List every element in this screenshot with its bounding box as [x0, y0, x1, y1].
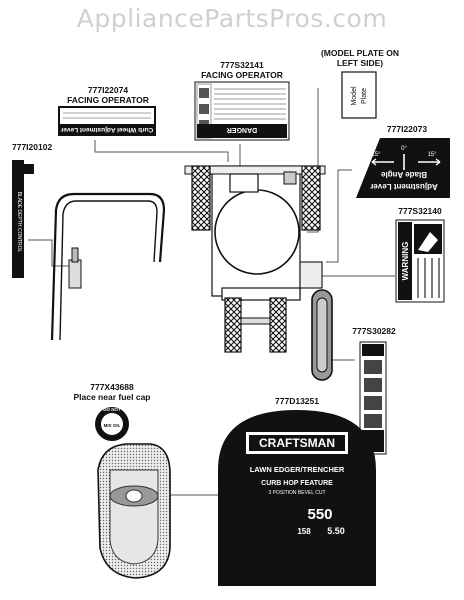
label-777X43688-note: Place near fuel cap [73, 392, 151, 402]
decal-777S32141: DANGER [194, 81, 290, 141]
engine-cover [97, 443, 171, 579]
decal-777D13251: CRAFTSMAN LAWN EDGER/TRENCHER CURB HOP F… [218, 410, 376, 586]
label-777I22074-num: 777I22074 [87, 85, 129, 95]
engine [214, 189, 300, 275]
brand-text: CRAFTSMAN [259, 436, 335, 450]
decal-777S32140: WARNING [395, 219, 445, 303]
deg-mid: 0° [401, 146, 407, 152]
warning-text: WARNING [401, 242, 410, 281]
product-text-3: 3 POSITION BEVEL CUT [268, 490, 325, 496]
product-text-2: CURB HOP FEATURE [261, 480, 333, 487]
label-777I22074: 777I22074 FACING OPERATOR [56, 85, 160, 105]
label-777S32141: 777S32141 FACING OPERATOR [195, 60, 289, 80]
blade-depth-control [68, 259, 82, 289]
deg-left: 15° [371, 152, 381, 158]
decal-777X43688: DO NOT MIX OIL [95, 407, 129, 441]
label-777X43688: 777X43688 Place near fuel cap [56, 382, 168, 402]
label-777I20102: 777I20102 [12, 142, 53, 152]
label-777D13251: 777D13251 [275, 396, 319, 406]
fuel-cap-text-1: DO NOT [103, 407, 121, 412]
decal-777I20102: BLADE DEPTH CONTROL [12, 160, 34, 278]
blade-angle-text-2: Adjustment Lever [370, 182, 438, 191]
label-777X43688-num: 777X43688 [90, 382, 134, 392]
decal-777I22074: Curb Wheel Adjustment Lever [58, 106, 156, 136]
label-777S32141-num: 777S32141 [220, 60, 264, 70]
wheel-lever-text: Curb Wheel Adjustment Lever [60, 126, 153, 133]
product-text-1: LAWN EDGER/TRENCHER [250, 465, 345, 474]
blade-guard-inner [316, 297, 328, 373]
front-tire-left [191, 165, 211, 231]
decal-777I22073: 15° 0° 15° Blade Angle Adjustment Lever [356, 138, 450, 198]
fuel-tank [229, 173, 259, 193]
edger-body [50, 165, 333, 381]
front-tire-right [301, 165, 321, 231]
model-plate-note-2: LEFT SIDE) [336, 58, 384, 68]
label-777S30282: 777S30282 [352, 326, 396, 336]
label-model-plate-note: (MODEL PLATE ON LEFT SIDE) [312, 48, 408, 68]
depth-knob [71, 247, 79, 263]
engine-val-text: 5.50 [327, 526, 345, 536]
model-plate-text-1: Model [351, 86, 358, 106]
label-777S32140: 777S32140 [398, 206, 442, 216]
leader-777I22073 [326, 169, 352, 263]
fuel-cap-text-2: MIX OIL [104, 423, 121, 428]
label-777S32141-note: FACING OPERATOR [201, 70, 283, 80]
engine-num-text: 550 [307, 506, 332, 523]
model-plate-text-2: Plate [361, 88, 368, 104]
axle [240, 317, 271, 325]
blade-housing [299, 261, 323, 289]
rear-tire-left [224, 297, 242, 353]
rear-tire-right [269, 297, 287, 353]
blade-angle-text-1: Blade Angle [380, 170, 426, 179]
blade-depth-text: BLADE DEPTH CONTROL [16, 192, 22, 253]
label-777I22074-note: FACING OPERATOR [67, 95, 149, 105]
engine-cc-text: 158 [297, 527, 311, 536]
handle-frame-inner [59, 200, 158, 341]
model-plate-note-1: (MODEL PLATE ON [320, 48, 400, 58]
danger-text: DANGER [227, 126, 257, 133]
engine-control [283, 171, 297, 185]
deg-right: 15° [427, 152, 437, 158]
leader-777I22074 [94, 140, 229, 162]
model-plate: Model Plate [341, 71, 377, 119]
label-777I22073: 777I22073 [386, 124, 428, 134]
handle-frame [50, 192, 166, 341]
leader-777I20102 [28, 239, 72, 267]
lower-frame [221, 287, 301, 301]
watermark: AppliancePartsPros.com [76, 4, 388, 33]
leader-model-plate [307, 88, 319, 233]
